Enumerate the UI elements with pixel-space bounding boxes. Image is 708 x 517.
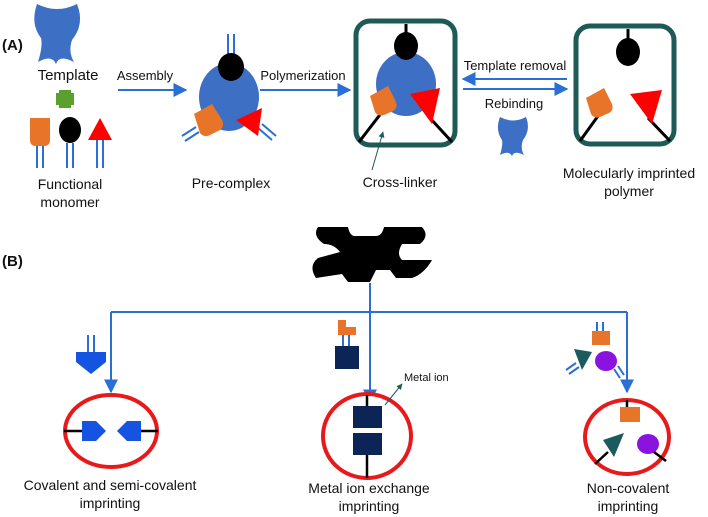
functional-monomer-black-icon <box>59 117 81 168</box>
metal-ion-pointer <box>384 383 403 406</box>
metal-ion-label: Metal ion <box>404 372 449 384</box>
plus-icon <box>56 90 74 108</box>
assembly-label: Assembly <box>117 68 174 83</box>
cross-linker-pointer <box>371 131 385 171</box>
template-label: Template <box>38 67 99 84</box>
panel-b-label: (B) <box>2 253 23 270</box>
non-covalent-imprint-icon <box>583 398 671 476</box>
polymerization-label: Polymerization <box>260 68 345 83</box>
mip-label-line2: polymer <box>604 183 654 199</box>
covalent-label-line2: imprinting <box>80 495 141 511</box>
rebinding-template-icon <box>497 117 528 156</box>
covalent-monomer-icon <box>76 335 106 374</box>
cross-linker-label: Cross-linker <box>363 174 438 190</box>
mip-label-line1: Molecularly imprinted <box>563 165 695 181</box>
functional-monomer-orange-icon <box>30 118 50 168</box>
rebinding-label: Rebinding <box>485 96 544 111</box>
non-covalent-label-line2: imprinting <box>598 498 659 514</box>
imprinted-polymer-icon <box>573 23 677 147</box>
functional-monomer-red-icon <box>88 118 112 168</box>
covalent-imprint-icon <box>63 393 159 469</box>
metal-imprint-icon <box>321 392 413 480</box>
metal-monomer-icon <box>335 320 359 369</box>
covalent-label-line1: Covalent and semi-covalent <box>24 477 197 493</box>
pre-complex-icon <box>181 34 277 142</box>
functional-label-line2: monomer <box>40 194 99 210</box>
pre-complex-label: Pre-complex <box>192 175 271 191</box>
non-covalent-monomers-icon <box>565 322 625 379</box>
metal-exchange-label-line2: imprinting <box>339 498 400 514</box>
template-removal-label: Template removal <box>464 58 567 73</box>
metal-exchange-label-line1: Metal ion exchange <box>308 480 430 496</box>
black-template-icon <box>312 227 432 282</box>
panel-a-label: (A) <box>2 37 23 54</box>
template-icon <box>34 4 81 64</box>
branch-connectors <box>104 283 634 404</box>
non-covalent-label-line1: Non-covalent <box>587 480 670 496</box>
polymer-with-template-icon <box>353 18 458 148</box>
functional-label-line1: Functional <box>38 176 103 192</box>
